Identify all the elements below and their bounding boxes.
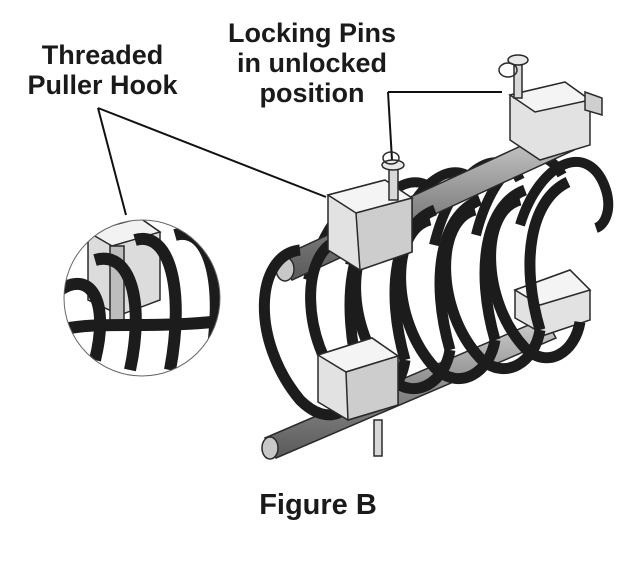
leader-pins-to-lower-pin (387, 91, 393, 161)
leader-hook-to-bracket (97, 107, 327, 198)
locking-pin-front (381, 151, 405, 201)
leader-hook-to-zoom (97, 107, 127, 216)
label-threaded-puller-hook: Threaded Puller Hook (20, 40, 185, 100)
label-pins-line-3: position (259, 78, 365, 108)
leader-lines (97, 91, 502, 216)
label-locking-pins: Locking Pins in unlocked position (214, 18, 410, 108)
figure-caption: Figure B (259, 489, 377, 521)
front-upper-bracket (326, 179, 414, 272)
label-hook-line-2: Puller Hook (27, 70, 178, 100)
front-lower-bracket (316, 337, 400, 457)
hook-detail-zoom (63, 219, 221, 377)
label-pins-line-1: Locking Pins (227, 18, 397, 48)
locking-pin-rear (498, 54, 529, 99)
label-hook-line-1: Threaded (41, 40, 164, 70)
rear-upper-bracket (508, 81, 603, 161)
label-pins-line-2: in unlocked (236, 48, 388, 78)
